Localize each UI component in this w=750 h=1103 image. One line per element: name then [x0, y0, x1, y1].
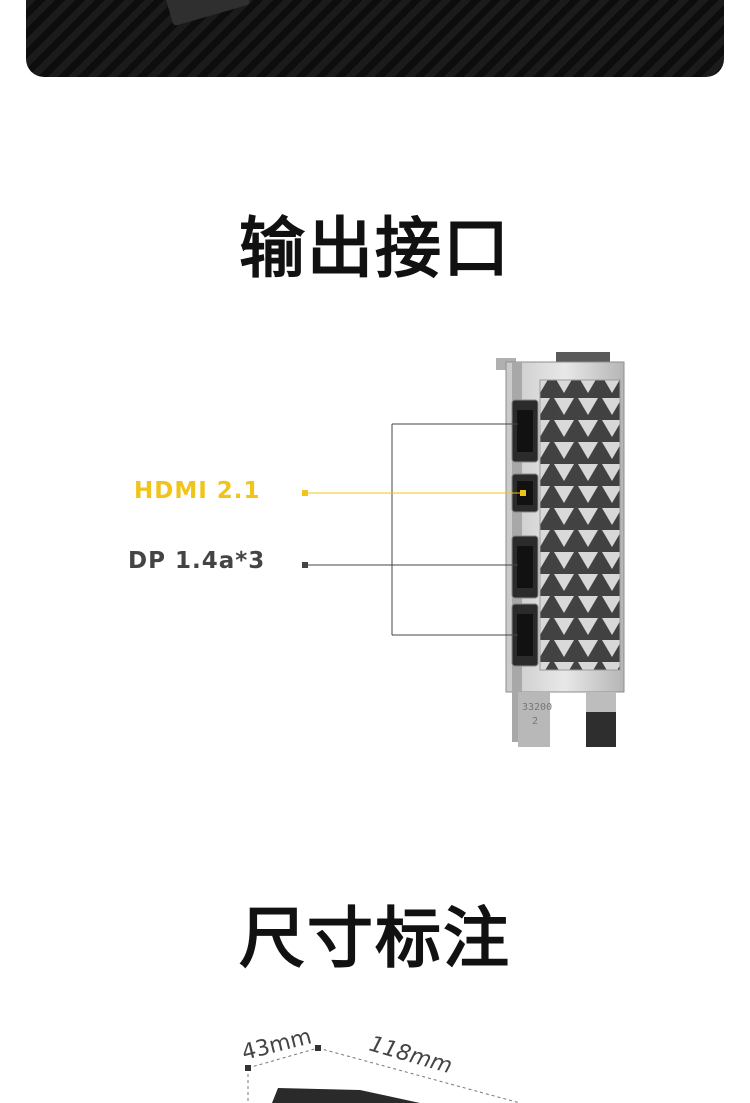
hdmi-label: HDMI 2.1	[134, 478, 261, 504]
hdmi-line-dot	[302, 490, 308, 496]
top-banner-image	[26, 0, 724, 77]
dp-port-3	[511, 603, 539, 667]
dp-port-2	[511, 535, 539, 599]
dp-label: DP 1.4a*3	[128, 548, 266, 574]
bracket-code: 33200	[522, 702, 552, 713]
dimension-drawing: 43mm 118mm	[239, 1024, 521, 1103]
hdmi-end-dot	[520, 490, 526, 496]
size-annotation-title: 尺寸标注	[239, 900, 511, 977]
dp-port-1	[511, 399, 539, 463]
dp-connector-lines	[305, 423, 518, 636]
output-interface-title: 输出接口	[239, 210, 511, 287]
dimension-length: 118mm	[366, 1032, 454, 1079]
dp-line-dot	[302, 562, 308, 568]
bracket-number: 2	[532, 716, 538, 727]
